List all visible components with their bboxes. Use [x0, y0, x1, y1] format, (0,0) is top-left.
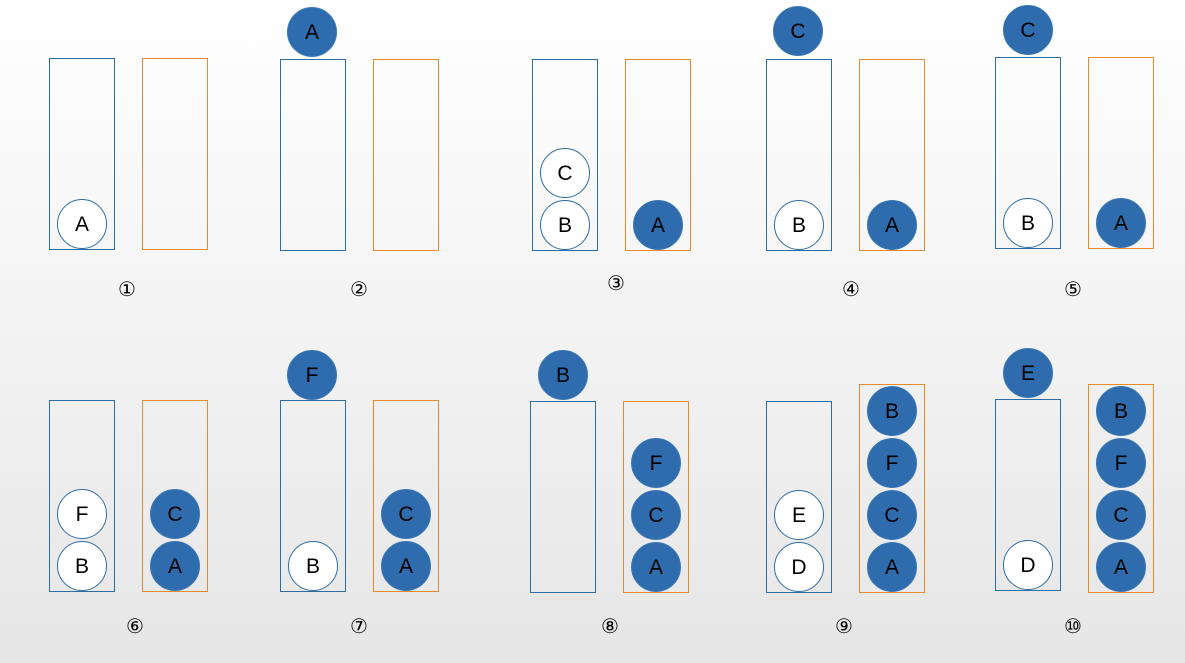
left-tube-step-6	[49, 400, 115, 592]
right-tube-step-9	[859, 384, 925, 593]
moving-ball-step-2: A	[287, 7, 337, 57]
right-tube-step-1	[142, 58, 208, 250]
step-label-10: ⑩	[1064, 614, 1082, 638]
step-label-5: ⑤	[1064, 277, 1082, 301]
right-tube-step-3	[625, 59, 691, 251]
moving-ball-step-10: E	[1003, 348, 1053, 398]
moving-ball-step-7: F	[287, 350, 337, 400]
right-tube-step-5	[1088, 57, 1154, 249]
right-ball-C-step-7: C	[381, 489, 431, 539]
left-ball-C-step-3: C	[540, 148, 590, 198]
left-tube-step-4	[766, 59, 832, 251]
left-ball-F-step-6: F	[57, 489, 107, 539]
right-ball-A-step-5: A	[1096, 198, 1146, 248]
step-label-8: ⑧	[601, 614, 619, 638]
left-ball-B-step-4: B	[774, 200, 824, 250]
step-label-1: ①	[118, 277, 136, 301]
left-tube-step-2	[280, 59, 346, 251]
right-ball-A-step-4: A	[867, 200, 917, 250]
right-ball-A-step-10: A	[1096, 542, 1146, 592]
left-ball-B-step-5: B	[1003, 198, 1053, 248]
left-ball-B-step-7: B	[288, 541, 338, 591]
step-label-6: ⑥	[126, 614, 144, 638]
left-tube-step-9	[766, 401, 832, 593]
step-label-4: ④	[842, 277, 860, 301]
right-tube-step-10	[1088, 384, 1154, 593]
right-ball-B-step-9: B	[867, 386, 917, 436]
right-tube-step-2	[373, 59, 439, 251]
right-ball-C-step-6: C	[150, 489, 200, 539]
left-ball-D-step-10: D	[1003, 540, 1053, 590]
right-tube-step-6	[142, 400, 208, 592]
step-label-7: ⑦	[350, 614, 368, 638]
left-ball-E-step-9: E	[774, 490, 824, 540]
left-tube-step-7	[280, 400, 346, 592]
right-tube-step-8	[623, 401, 689, 593]
right-ball-B-step-10: B	[1096, 386, 1146, 436]
left-tube-step-3	[532, 59, 598, 251]
moving-ball-step-8: B	[538, 350, 588, 400]
right-ball-A-step-8: A	[631, 542, 681, 592]
left-ball-D-step-9: D	[774, 542, 824, 592]
right-ball-F-step-8: F	[631, 438, 681, 488]
moving-ball-step-4: C	[773, 6, 823, 56]
right-ball-F-step-10: F	[1096, 438, 1146, 488]
left-tube-step-10	[995, 399, 1061, 591]
right-ball-A-step-9: A	[867, 542, 917, 592]
left-tube-step-8	[530, 401, 596, 593]
left-ball-B-step-3: B	[540, 200, 590, 250]
right-ball-C-step-8: C	[631, 490, 681, 540]
right-ball-C-step-9: C	[867, 490, 917, 540]
right-tube-step-7	[373, 400, 439, 592]
left-tube-step-1	[49, 58, 115, 250]
right-ball-A-step-7: A	[381, 541, 431, 591]
moving-ball-step-5: C	[1003, 5, 1053, 55]
step-label-9: ⑨	[835, 614, 853, 638]
right-ball-A-step-3: A	[633, 200, 683, 250]
step-label-3: ③	[607, 271, 625, 295]
right-ball-C-step-10: C	[1096, 490, 1146, 540]
right-ball-A-step-6: A	[150, 541, 200, 591]
left-ball-B-step-6: B	[57, 541, 107, 591]
left-tube-step-5	[995, 57, 1061, 249]
right-ball-F-step-9: F	[867, 438, 917, 488]
left-ball-A-step-1: A	[57, 199, 107, 249]
right-tube-step-4	[859, 59, 925, 251]
step-label-2: ②	[350, 277, 368, 301]
